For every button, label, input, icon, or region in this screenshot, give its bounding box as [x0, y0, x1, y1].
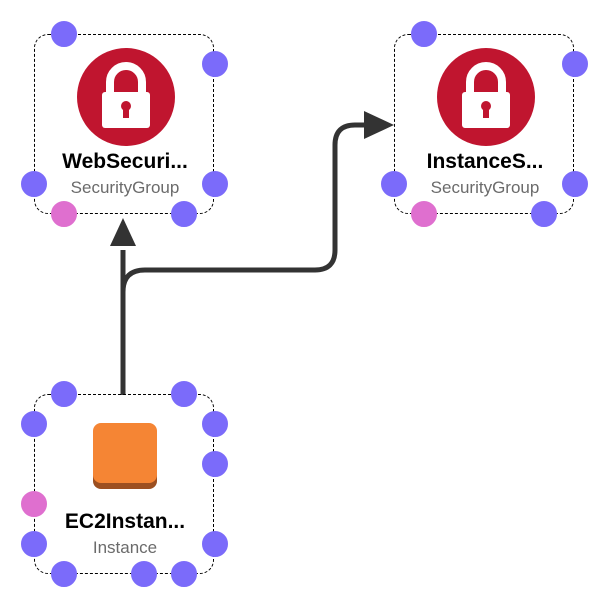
- connection-port[interactable]: [51, 201, 77, 227]
- edge-arrowhead-web-sg: [110, 218, 136, 246]
- node-subtitle: SecurityGroup: [70, 178, 180, 197]
- connection-port[interactable]: [131, 561, 157, 587]
- connection-port[interactable]: [531, 201, 557, 227]
- connection-port[interactable]: [51, 561, 77, 587]
- connection-port[interactable]: [171, 381, 197, 407]
- node-instance-security-group[interactable]: InstanceS... SecurityGroup: [394, 34, 574, 214]
- connection-port[interactable]: [51, 381, 77, 407]
- ec2-instance-icon: [91, 421, 159, 494]
- connection-port[interactable]: [21, 171, 47, 197]
- connection-port[interactable]: [202, 171, 228, 197]
- node-subtitle: Instance: [92, 538, 158, 557]
- connection-port[interactable]: [381, 171, 407, 197]
- node-subtitle: SecurityGroup: [430, 178, 540, 197]
- node-ec2-instance[interactable]: EC2Instan... Instance: [34, 394, 214, 574]
- connection-port[interactable]: [21, 411, 47, 437]
- connection-port[interactable]: [411, 21, 437, 47]
- connection-port[interactable]: [562, 171, 588, 197]
- edge-arrowhead-instance-sg: [364, 111, 394, 139]
- connection-port[interactable]: [51, 21, 77, 47]
- node-title: InstanceS...: [426, 150, 544, 173]
- connection-port[interactable]: [202, 411, 228, 437]
- node-title: WebSecuri...: [62, 150, 188, 173]
- connection-port[interactable]: [21, 531, 47, 557]
- connection-port[interactable]: [202, 51, 228, 77]
- connection-port[interactable]: [171, 561, 197, 587]
- connection-port[interactable]: [411, 201, 437, 227]
- lock-icon: [437, 48, 535, 151]
- node-web-security-group[interactable]: WebSecuri... SecurityGroup: [34, 34, 214, 214]
- connection-port[interactable]: [562, 51, 588, 77]
- connection-port[interactable]: [171, 201, 197, 227]
- edge-ec2-to-instance-sg[interactable]: [120, 122, 365, 300]
- node-title: EC2Instan...: [64, 510, 186, 533]
- connection-port[interactable]: [21, 491, 47, 517]
- connection-port[interactable]: [202, 531, 228, 557]
- connection-port[interactable]: [202, 451, 228, 477]
- lock-icon: [77, 48, 175, 151]
